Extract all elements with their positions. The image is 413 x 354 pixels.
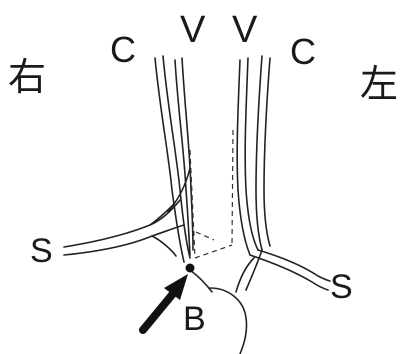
label-b: B [183,300,206,338]
label-c-right: C [110,29,136,70]
side-label-right: 右 [8,55,46,99]
label-s-right: S [30,232,53,270]
b-arrow [143,274,188,330]
right-vessel-bundle [64,56,193,262]
label-c-left: C [290,31,316,72]
side-label-left: 左 [360,62,398,106]
label-s-left: S [330,268,353,306]
label-v-right: V [180,9,206,51]
left-vessel-bundle [236,56,330,292]
b-point-marker [186,264,195,273]
label-v-left: V [232,9,258,51]
dashed-trunk [190,130,233,258]
base-curve [210,288,247,354]
base-curve-inner [190,270,212,292]
